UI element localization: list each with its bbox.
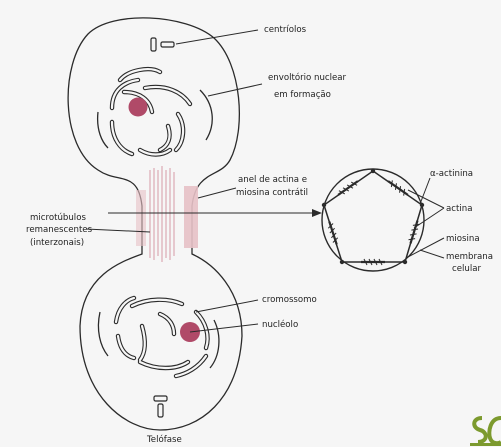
- label-envoltorio-line1: envoltório nuclear: [268, 72, 347, 83]
- myosin-motors: [326, 179, 420, 265]
- centriole-upper: [151, 38, 174, 51]
- sc-logo-icon: [470, 418, 501, 446]
- label-anel-line2: miosina contrátil: [236, 188, 308, 198]
- label-nucleolo: nucléolo: [262, 319, 298, 330]
- centriole-lower: [154, 396, 167, 417]
- nuclear-envelope-upper: [200, 90, 212, 140]
- label-envoltorio-line2: em formação: [274, 90, 331, 100]
- label-anel-line1: anel de actina e: [238, 175, 307, 185]
- label-microtubulos-line1: microtúbulos: [30, 213, 86, 223]
- label-alpha-actinina: α-actinina: [430, 169, 473, 179]
- label-microtubulos-line3: (interzonais): [30, 238, 84, 248]
- nucleolus-upper: [129, 98, 148, 117]
- label-membrana-line1: membrana: [446, 252, 493, 262]
- upper-chromosomes: [98, 69, 213, 154]
- contractile-ring: [184, 186, 198, 248]
- label-miosina: miosina: [446, 234, 480, 244]
- label-telofase: Telófase: [146, 434, 182, 445]
- actin-pentagon: [324, 171, 422, 262]
- label-membrana-line2: celular: [452, 264, 482, 274]
- lower-chromosomes: [98, 298, 219, 376]
- ring-zoom: [322, 169, 444, 271]
- label-centriolos: centríolos: [264, 25, 307, 35]
- label-cromossomo: cromossomo: [262, 295, 317, 305]
- label-microtubulos-line2: remanescentes: [26, 225, 93, 235]
- nuclear-envelope-lower: [98, 312, 108, 356]
- label-actina: actina: [446, 204, 472, 214]
- ring-membrane: [322, 169, 424, 271]
- interzonal-microtubules: [150, 166, 174, 262]
